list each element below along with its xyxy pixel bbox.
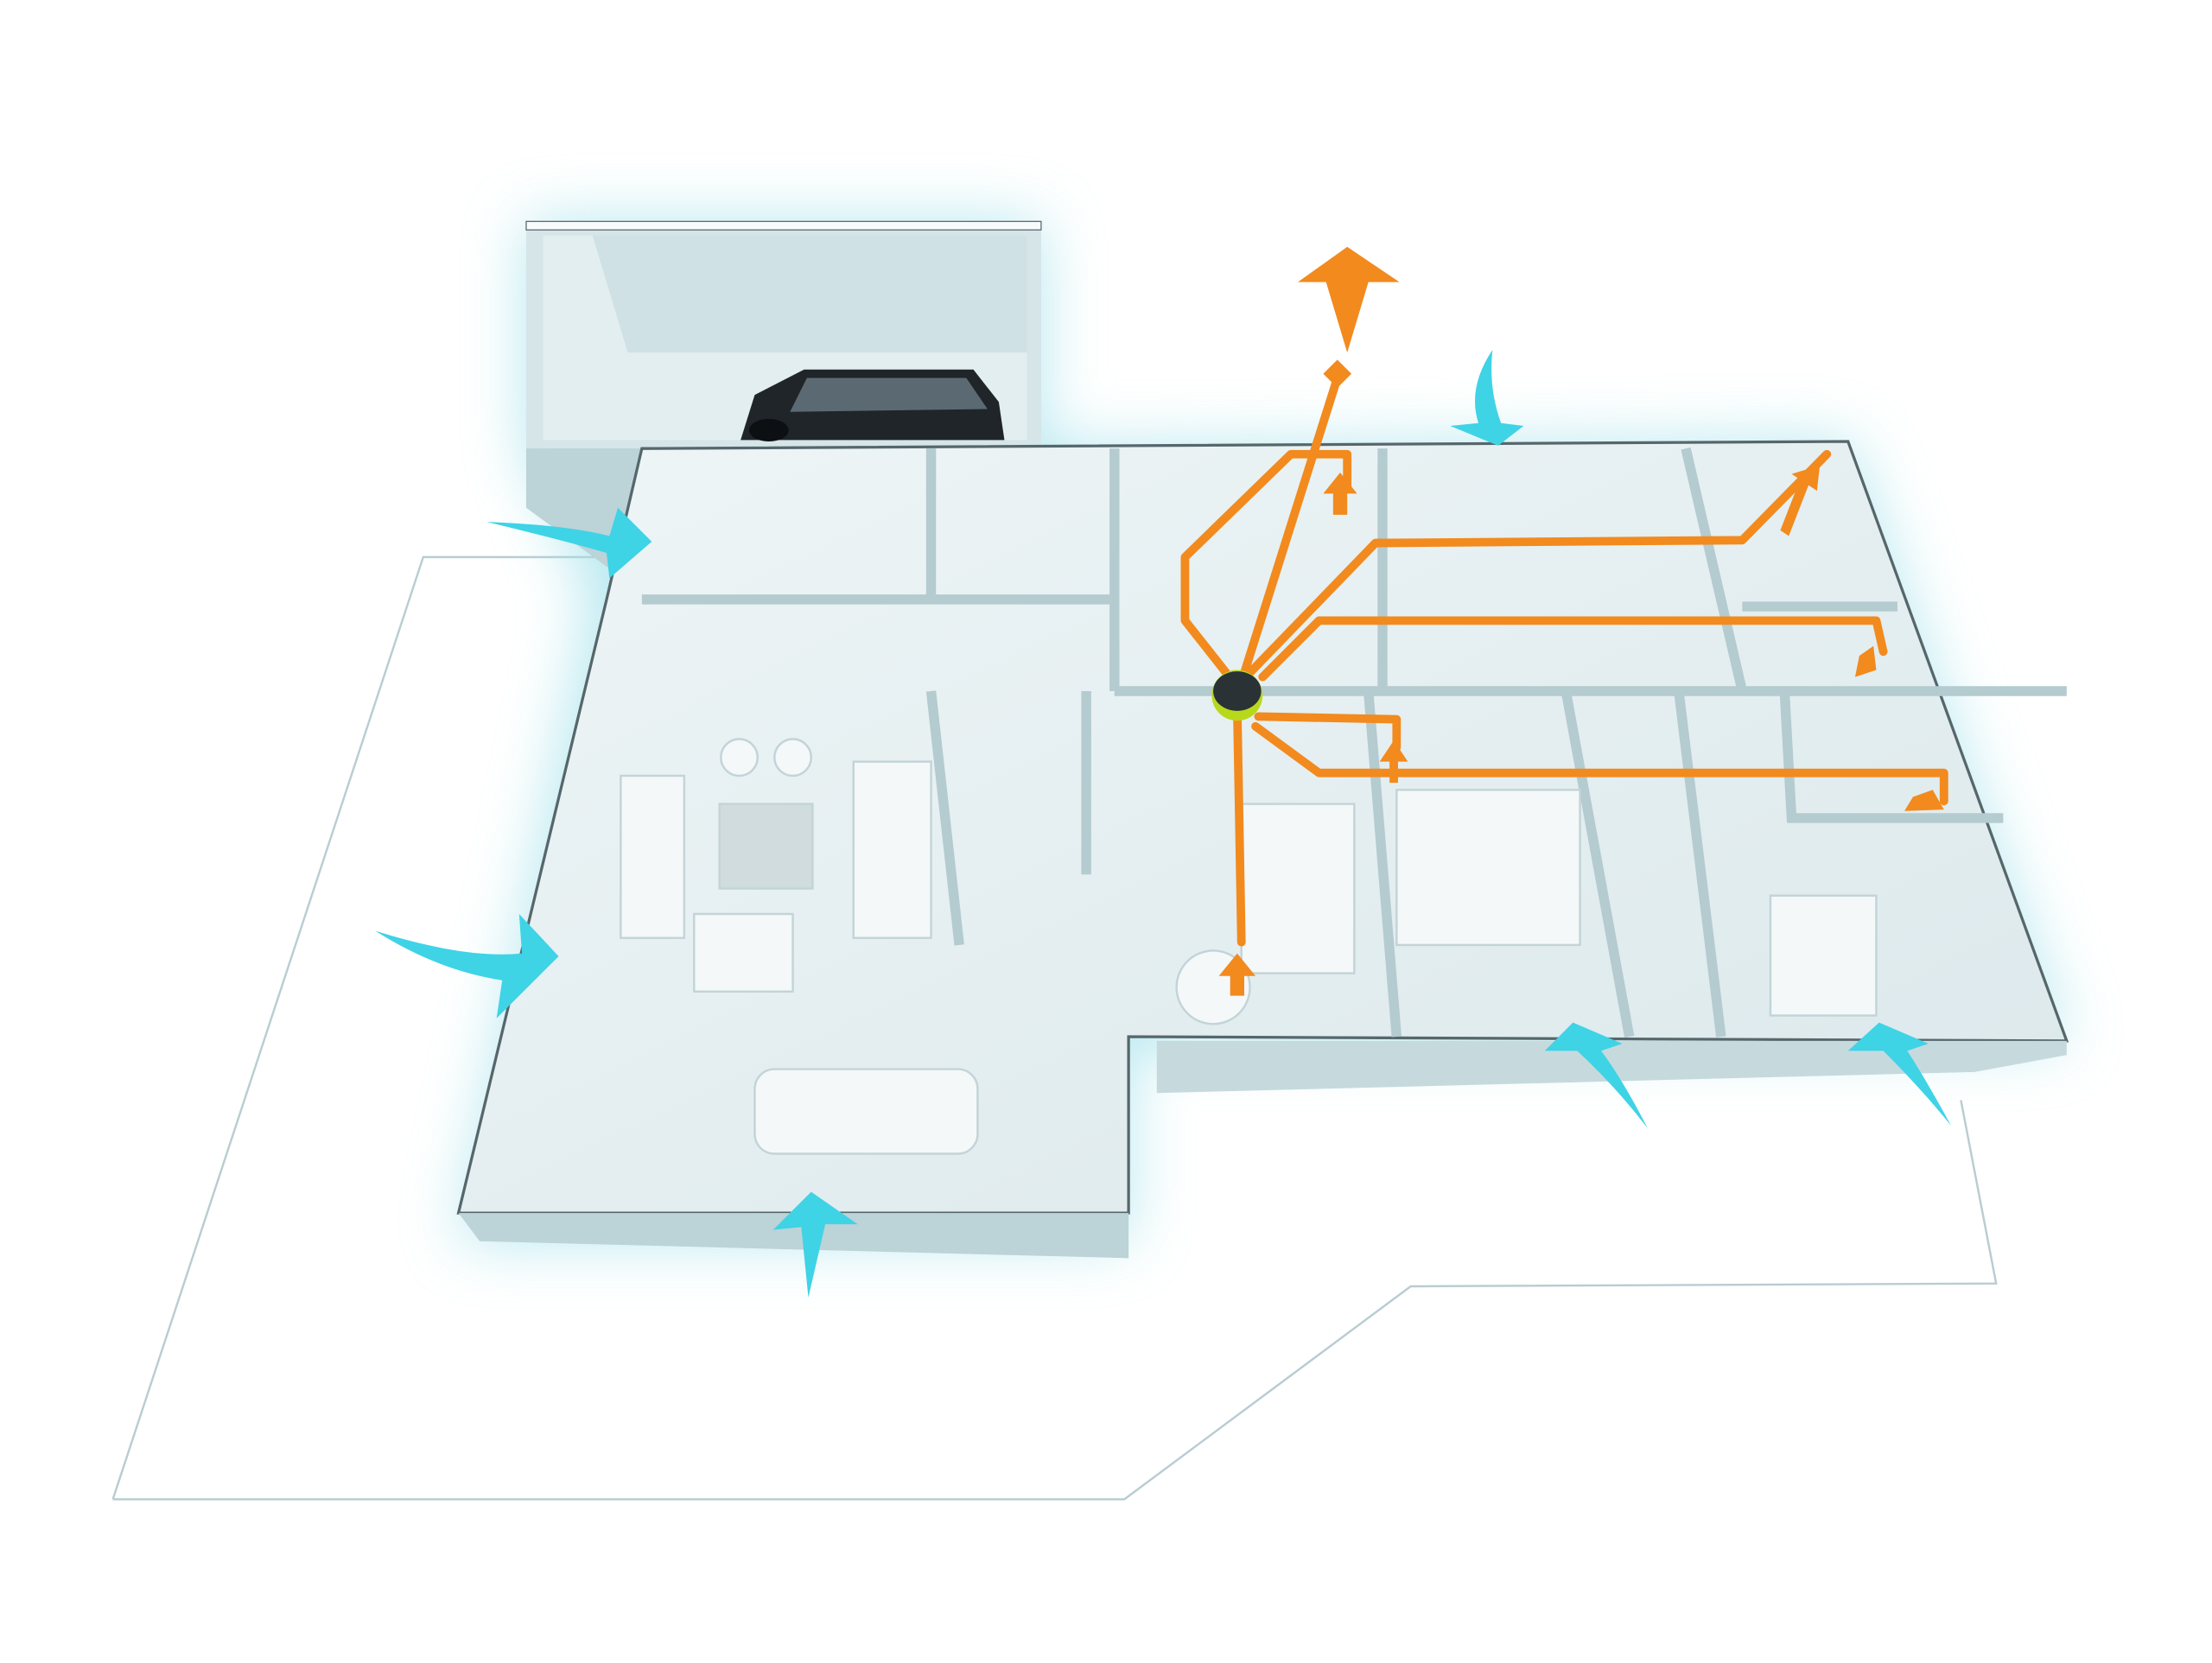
fresh-air-arrow-icon: [1450, 349, 1524, 446]
fresh-air-arrow-icon: [1544, 1022, 1648, 1129]
living-room-furniture: [620, 738, 1878, 1155]
duct-bath: [1258, 616, 1888, 682]
interior-walls: [641, 447, 2067, 1038]
fresh-air-arrow-icon: [375, 913, 559, 1019]
exhaust-duct: [1232, 373, 1342, 700]
duct-kitchen: [1232, 701, 1246, 947]
exhaust-arrow-icon: [1298, 246, 1400, 353]
fresh-air-arrow-icon: [486, 507, 652, 579]
exterior-wall-south: [458, 1213, 1129, 1259]
extract-arrow-icon: [1218, 953, 1256, 996]
duct-bedroom-ne: [1244, 449, 1832, 679]
extract-arrow-icon: [1904, 790, 1944, 811]
duct-wc: [1254, 712, 1402, 752]
car: [741, 369, 1005, 442]
lot-boundary: [111, 555, 1998, 1501]
extract-arrow-icon: [1854, 645, 1877, 677]
fresh-air-arrows: [375, 349, 1951, 1298]
duct-loop-north: [1180, 449, 1352, 679]
duct-east: [1251, 721, 1948, 806]
extract-arrow-icon: [1379, 740, 1408, 784]
fresh-air-arrow-icon: [772, 1191, 858, 1298]
extract-arrows: [1218, 246, 1944, 996]
ventilation-unit: [1211, 670, 1263, 721]
exhaust-cap-icon: [1323, 359, 1352, 388]
extract-arrow-icon: [1780, 465, 1821, 536]
fresh-air-arrow-icon: [1847, 1022, 1951, 1126]
extract-duct-network: [1180, 373, 1948, 947]
